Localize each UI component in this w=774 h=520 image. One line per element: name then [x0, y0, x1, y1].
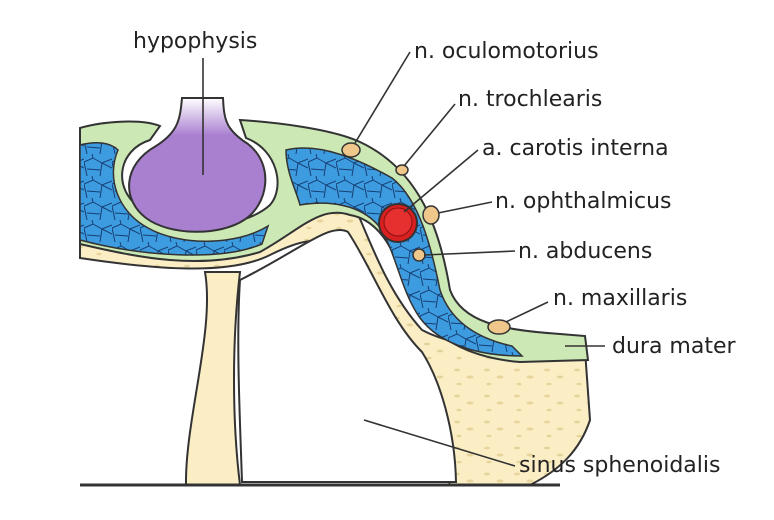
leader-sinus: [363, 419, 516, 467]
leader-trochlearis: [403, 103, 456, 167]
hypophysis-gland: [128, 97, 267, 233]
label-n-abducens: n. abducens: [518, 239, 652, 264]
n-ophthalmicus-nerve: [422, 205, 440, 225]
n-oculomotorius-nerve: [341, 142, 361, 158]
label-a-carotis-interna: a. carotis interna: [482, 136, 669, 161]
bone-septum-left: [184, 271, 242, 486]
leader-abducens: [423, 250, 516, 256]
n-maxillaris-nerve: [487, 319, 511, 335]
label-sinus-sphenoidalis: sinus sphenoidalis: [519, 453, 720, 478]
leader-carotis: [403, 149, 479, 213]
label-n-maxillaris: n. maxillaris: [553, 286, 687, 311]
label-n-ophthalmicus: n. ophthalmicus: [495, 189, 672, 214]
sphenoid-bone: [79, 203, 592, 487]
label-hypophysis: hypophysis: [133, 29, 257, 54]
leader-oculomotorius: [354, 51, 411, 144]
label-n-trochlearis: n. trochlearis: [458, 87, 602, 112]
label-dura-mater: dura mater: [612, 334, 737, 359]
leader-maxillaris: [505, 301, 549, 323]
sinus-sphenoidalis-cavity: [237, 229, 458, 483]
a-carotis-interna-lumen: [383, 207, 413, 237]
label-n-oculomotorius: n. oculomotorius: [414, 39, 599, 64]
n-abducens-nerve: [412, 248, 426, 262]
leader-ophthalmicus: [437, 201, 493, 214]
venous-plexus-left: [79, 141, 270, 256]
cavernous-sinus-plexus: [285, 147, 524, 357]
n-trochlearis-nerve: [395, 164, 409, 176]
leader-lines: [202, 51, 605, 467]
